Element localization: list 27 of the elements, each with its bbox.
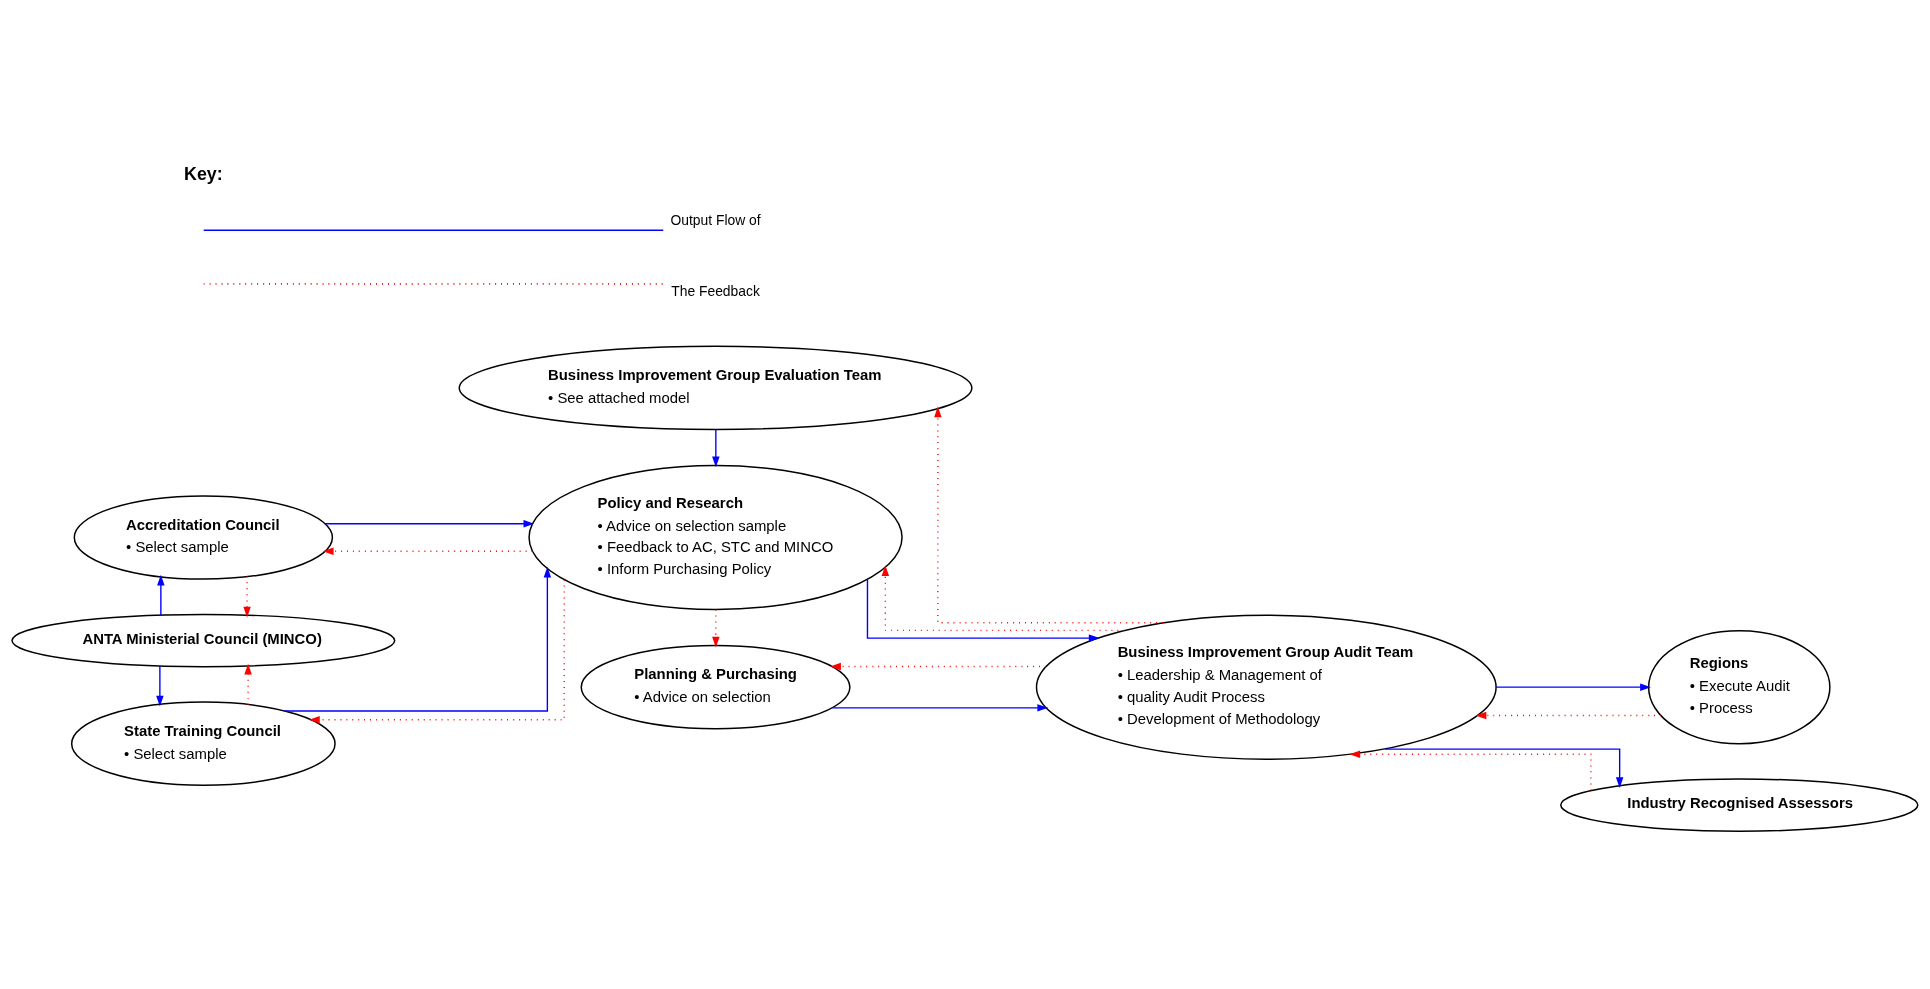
arrow xyxy=(712,428,720,467)
arrow xyxy=(1384,747,1624,788)
arrow xyxy=(881,564,1125,631)
node-ellipse: Business Improvement Group Evaluation Team • See attached model xyxy=(458,345,973,430)
arrow xyxy=(243,575,251,617)
arrow xyxy=(1495,682,1651,691)
arrow xyxy=(244,663,252,705)
arrow xyxy=(156,664,164,707)
arrow xyxy=(830,662,1047,670)
legend-label: The Feedback xyxy=(671,282,760,299)
arrow xyxy=(1475,711,1662,719)
arrow xyxy=(1349,749,1592,791)
node-ellipse: ANTA Ministerial Council (MINCO) xyxy=(11,613,396,667)
arrow xyxy=(712,608,720,648)
node-ellipse: State Training Council • Select sample xyxy=(70,700,336,786)
arrow xyxy=(324,519,535,527)
node-ellipse: Planning & Purchasing • Advice on selection xyxy=(580,644,851,729)
arrow xyxy=(283,566,552,712)
arrow xyxy=(309,578,565,724)
arrow xyxy=(934,406,1164,623)
node-ellipse: Policy and Research • Advice on selection sample • Feedback to AC, STC and MINCO • Inform Purchasing Policy xyxy=(528,464,903,610)
label: Key: xyxy=(184,163,223,184)
arrow xyxy=(157,574,165,616)
node-ellipse: Regions • Execute Audit • Process xyxy=(1647,629,1831,744)
arrow xyxy=(831,703,1049,712)
legend-label: Output Flow of xyxy=(670,211,761,228)
arrow xyxy=(866,578,1100,642)
